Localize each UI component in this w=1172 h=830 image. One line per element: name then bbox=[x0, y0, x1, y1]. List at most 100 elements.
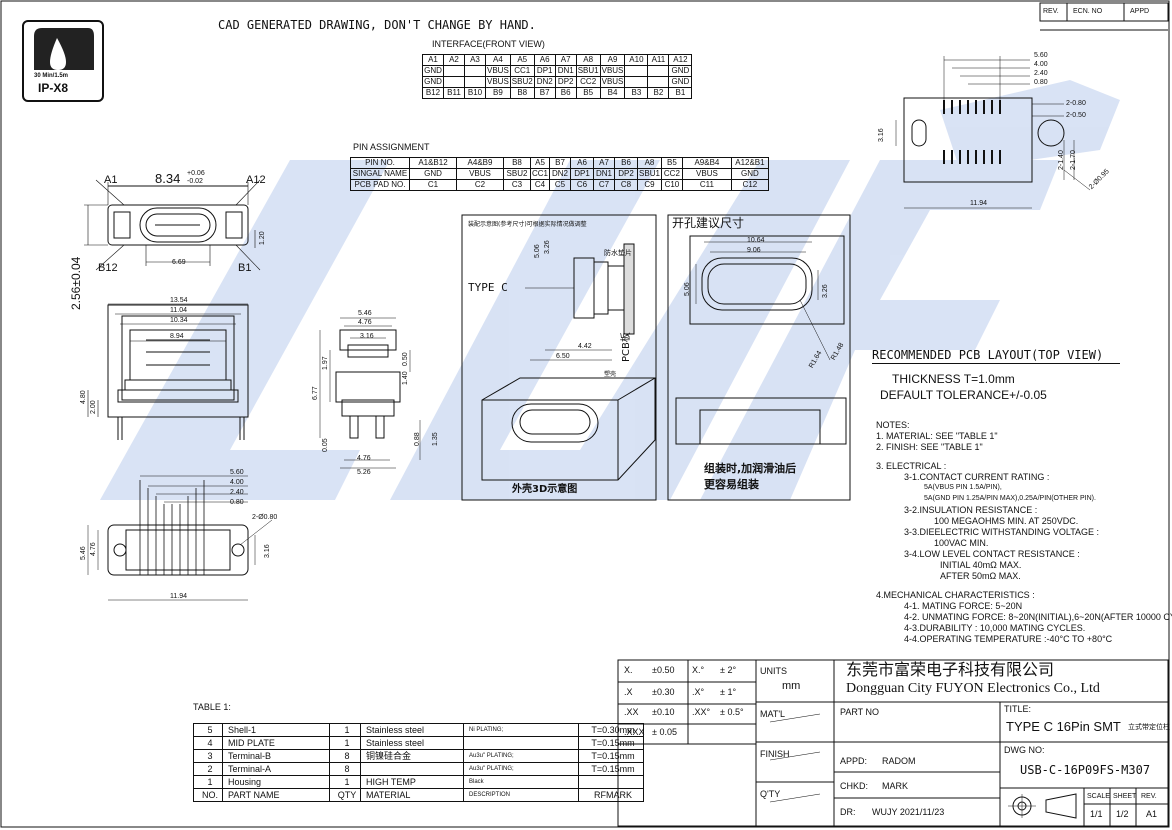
recommended-title: RECOMMENDED PCB LAYOUT(TOP VIEW) bbox=[872, 348, 1104, 362]
interface-cell: B12 bbox=[422, 87, 444, 99]
tolerance-cell: X. bbox=[624, 665, 633, 675]
interface-cell: B10 bbox=[464, 87, 486, 99]
chkd-label: CHKD: bbox=[840, 781, 869, 791]
company-en: Dongguan City FUYON Electronics Co., Ltd bbox=[846, 681, 1100, 696]
note-line: 5A(VBUS PIN 1.5A/PIN), bbox=[924, 484, 1002, 491]
tolerance-cell: .XX bbox=[624, 707, 639, 717]
rev-value: A1 bbox=[1146, 809, 1158, 819]
hole-note-1: 组装时,加润滑油后 bbox=[704, 462, 797, 475]
pcb-dim-4: 0.80 bbox=[1034, 79, 1048, 86]
hole-dim-2: 9.06 bbox=[747, 247, 761, 254]
note-line: AFTER 50mΩ MAX. bbox=[940, 571, 1021, 581]
tolerance-cell: ± 2° bbox=[720, 665, 737, 675]
front-inner-width: 6.69 bbox=[172, 259, 186, 266]
housing-label: 塑壳 bbox=[604, 371, 617, 378]
bottom-dim-1: 5.60 bbox=[230, 469, 244, 476]
hole-title: 开孔建议尺寸 bbox=[672, 216, 745, 230]
tolerance: DEFAULT TOLERANCE+/-0.05 bbox=[880, 388, 1047, 402]
note-line: 100 MEGAOHMS MIN. AT 250VDC. bbox=[934, 516, 1079, 526]
table1-cell: RFMARK bbox=[578, 788, 644, 802]
front-tol-plus: +0.06 bbox=[187, 170, 205, 177]
scale-value: 1/1 bbox=[1090, 809, 1103, 819]
tolerance-cell: X.° bbox=[692, 665, 705, 675]
bottom-dim-4: 0.80 bbox=[230, 499, 244, 506]
table1-cell: PART NAME bbox=[222, 788, 330, 802]
part-no-label: PART NO bbox=[840, 707, 880, 717]
note-line: 3-4.LOW LEVEL CONTACT RESISTANCE : bbox=[904, 549, 1080, 559]
note-line: 1. MATERIAL: SEE "TABLE 1" bbox=[876, 431, 998, 441]
pcb-right-1: 2-0.80 bbox=[1066, 100, 1086, 107]
table1-cell: QTY bbox=[329, 788, 361, 802]
tolerance-cell: .XX° bbox=[692, 707, 711, 717]
pcb-width: 11.94 bbox=[970, 200, 987, 207]
dwg-label: DWG NO: bbox=[1004, 745, 1045, 755]
appd-label: APPD: bbox=[840, 756, 868, 766]
interface-cell: B6 bbox=[554, 87, 577, 99]
note-line: NOTES: bbox=[876, 420, 910, 430]
note-line: 5A(GND PIN 1.25A/PIN MAX),0.25A/PIN(OTHE… bbox=[924, 495, 1096, 502]
side-bottom-2: 5.26 bbox=[357, 469, 371, 476]
side-bottom-1: 4.76 bbox=[357, 455, 371, 462]
tolerance-cell: ± 1° bbox=[720, 687, 737, 697]
tolerance-cell: .XXX bbox=[624, 727, 645, 737]
note-line: 3-1.CONTACT CURRENT RATING : bbox=[904, 472, 1050, 482]
tolerance-cell: ±0.50 bbox=[652, 665, 675, 675]
tolerance-cell: ±0.30 bbox=[652, 687, 675, 697]
tolerance-cell: ± 0.5° bbox=[720, 707, 744, 717]
interface-cell: B1 bbox=[668, 87, 693, 99]
rev-header: REV. bbox=[1043, 8, 1059, 15]
interface-cell: B5 bbox=[575, 87, 601, 99]
note-line: 4.MECHANICAL CHARACTERISTICS : bbox=[876, 590, 1035, 600]
thickness: THICKNESS T=1.0mm bbox=[892, 372, 1015, 386]
pin-cell: C7 bbox=[593, 179, 616, 191]
top-dim-3: 10.34 bbox=[170, 317, 188, 324]
note-line: 4-4.OPERATING TEMPERATURE :-40°C TO +80°… bbox=[904, 634, 1113, 644]
side-dim-3: 3.16 bbox=[360, 333, 374, 340]
pin-cell: PCB PAD NO. bbox=[350, 179, 410, 191]
ip-badge: 30 Min/1.5m IP-X8 bbox=[22, 20, 104, 102]
dwg-value: USB-C-16P09FS-M307 bbox=[1020, 763, 1151, 777]
dr-value: WUJY 2021/11/23 bbox=[872, 807, 945, 817]
scale-label: SCALE bbox=[1087, 793, 1110, 800]
units-label: UNITS bbox=[760, 666, 787, 676]
assembly-dim-3: 4.42 bbox=[578, 343, 592, 350]
interface-cell: B8 bbox=[509, 87, 535, 99]
note-line: 3-2.INSULATION RESISTANCE : bbox=[904, 505, 1038, 515]
tolerance-cell: .X bbox=[624, 687, 633, 697]
company-cn: 东莞市富荣电子科技有限公司 bbox=[846, 660, 1055, 679]
top-dim-1: 13.54 bbox=[170, 297, 188, 304]
pin-cell: C9 bbox=[637, 179, 662, 191]
label-a12: A12 bbox=[246, 174, 266, 186]
pcb-dim-3: 2.40 bbox=[1034, 70, 1048, 77]
front-tol-minus: -0.02 bbox=[187, 178, 203, 185]
sheet-label: SHEET bbox=[1113, 793, 1137, 800]
pin-cell: C8 bbox=[614, 179, 639, 191]
top-dim-4: 8.94 bbox=[170, 333, 184, 340]
assembly-dim-4: 6.50 bbox=[556, 353, 570, 360]
interface-title: INTERFACE(FRONT VIEW) bbox=[432, 39, 545, 49]
label-a1: A1 bbox=[104, 174, 118, 186]
note-line: 2. FINISH: SEE "TABLE 1" bbox=[876, 442, 983, 452]
title-value: TYPE C 16Pin SMT bbox=[1006, 719, 1121, 734]
pin-cell: C4 bbox=[529, 179, 551, 191]
bottom-dim-3: 2.40 bbox=[230, 489, 244, 496]
pcb-dim-1: 5.60 bbox=[1034, 52, 1048, 59]
pin-cell: C3 bbox=[503, 179, 531, 191]
pin-cell: C6 bbox=[570, 179, 595, 191]
qty-label: Q'TY bbox=[760, 789, 781, 799]
units-value: mm bbox=[782, 680, 801, 692]
side-dim-1: 5.46 bbox=[358, 310, 372, 317]
